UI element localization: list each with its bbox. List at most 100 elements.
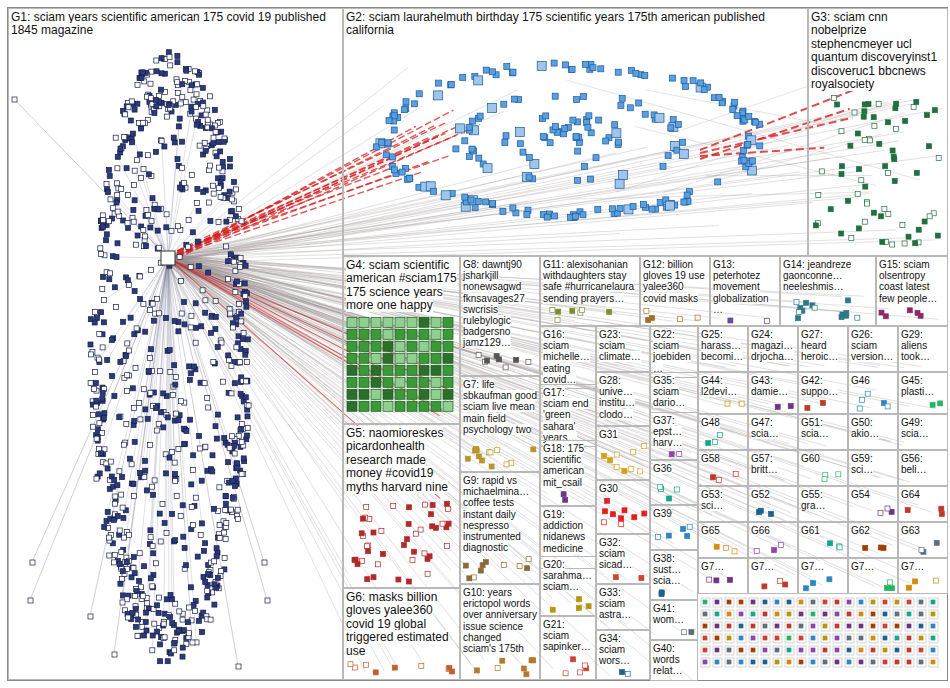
vertex: [198, 446, 203, 451]
vertex: [418, 527, 423, 532]
edge-line: [168, 258, 192, 642]
vertex: [101, 298, 106, 303]
vertex: [151, 318, 156, 323]
mini-group: [725, 634, 734, 643]
vertex: [383, 341, 393, 351]
vertex: [886, 120, 891, 125]
vertex: [347, 365, 357, 375]
vertex: [617, 205, 623, 211]
edge-line: [165, 152, 710, 261]
vertex: [723, 546, 728, 551]
vertex: [778, 543, 783, 548]
vertex: [189, 109, 194, 114]
vertex: [106, 219, 111, 224]
vertex: [97, 357, 102, 362]
vertex: [235, 465, 240, 470]
vertex: [190, 230, 195, 235]
vertex: [741, 157, 747, 163]
vertex: [862, 109, 867, 114]
vertex: [902, 241, 907, 246]
vertex: [115, 209, 120, 214]
vertex: [217, 485, 222, 490]
vertex: [106, 167, 111, 172]
vertex: [134, 158, 139, 163]
vertex: [727, 600, 731, 604]
vertex: [510, 69, 516, 75]
mini-group: [737, 622, 746, 631]
vertex: [642, 511, 647, 516]
vertex: [727, 636, 731, 640]
vertex: [521, 666, 526, 671]
vertex: [154, 406, 159, 411]
vertex: [730, 107, 736, 113]
vertex: [359, 341, 369, 351]
vertex: [419, 401, 429, 411]
vertex: [213, 130, 218, 135]
vertex: [619, 95, 625, 101]
vertex: [765, 319, 770, 324]
vertex: [246, 403, 251, 408]
vertex: [122, 535, 127, 540]
vertex: [178, 101, 183, 106]
vertex: [189, 505, 194, 510]
vertex: [132, 571, 137, 576]
vertex: [214, 130, 219, 135]
vertex: [184, 68, 189, 73]
vertex: [237, 206, 242, 211]
vertex: [148, 356, 153, 361]
vertex: [159, 410, 164, 415]
vertex: [232, 381, 237, 386]
vertex: [715, 636, 719, 640]
vertex: [931, 624, 935, 628]
mini-group: [725, 598, 734, 607]
vertex: [170, 392, 175, 397]
vertex: [835, 636, 839, 640]
vertex: [206, 405, 211, 410]
vertex: [191, 364, 196, 369]
vertex: [186, 244, 191, 249]
vertex: [188, 88, 193, 93]
vertex: [906, 234, 911, 239]
vertex: [148, 576, 153, 581]
vertex: [232, 259, 237, 264]
mini-group: [869, 634, 878, 643]
vertex: [88, 342, 93, 347]
vertex: [504, 64, 510, 70]
vertex: [158, 369, 163, 374]
vertex: [835, 600, 839, 604]
vertex: [239, 422, 244, 427]
vertex: [178, 514, 183, 519]
vertex: [170, 511, 175, 516]
vertex: [855, 191, 860, 196]
vertex: [126, 348, 131, 353]
vertex: [226, 277, 231, 282]
vertex: [443, 329, 453, 339]
vertex: [211, 360, 216, 365]
vertex: [217, 536, 222, 541]
vertex: [130, 565, 135, 570]
vertex: [115, 483, 120, 488]
vertex: [544, 214, 550, 220]
vertex: [365, 544, 370, 549]
vertex: [207, 94, 212, 99]
vertex: [208, 218, 213, 223]
vertex: [658, 485, 663, 490]
edge-line: [117, 195, 168, 258]
vertex: [444, 501, 449, 506]
vertex: [137, 578, 142, 583]
vertex: [732, 99, 738, 105]
vertex: [141, 301, 146, 306]
vertex: [585, 124, 591, 130]
vertex: [637, 469, 642, 474]
mini-group: [857, 622, 866, 631]
vertex: [625, 671, 630, 676]
mini-group: [725, 622, 734, 631]
vertex: [132, 439, 137, 444]
edge-line: [168, 258, 572, 658]
vertex: [121, 515, 126, 520]
vertex: [122, 135, 127, 140]
vertex: [180, 617, 185, 622]
vertex: [114, 255, 119, 260]
vertex: [448, 82, 454, 88]
vertex: [214, 554, 219, 559]
